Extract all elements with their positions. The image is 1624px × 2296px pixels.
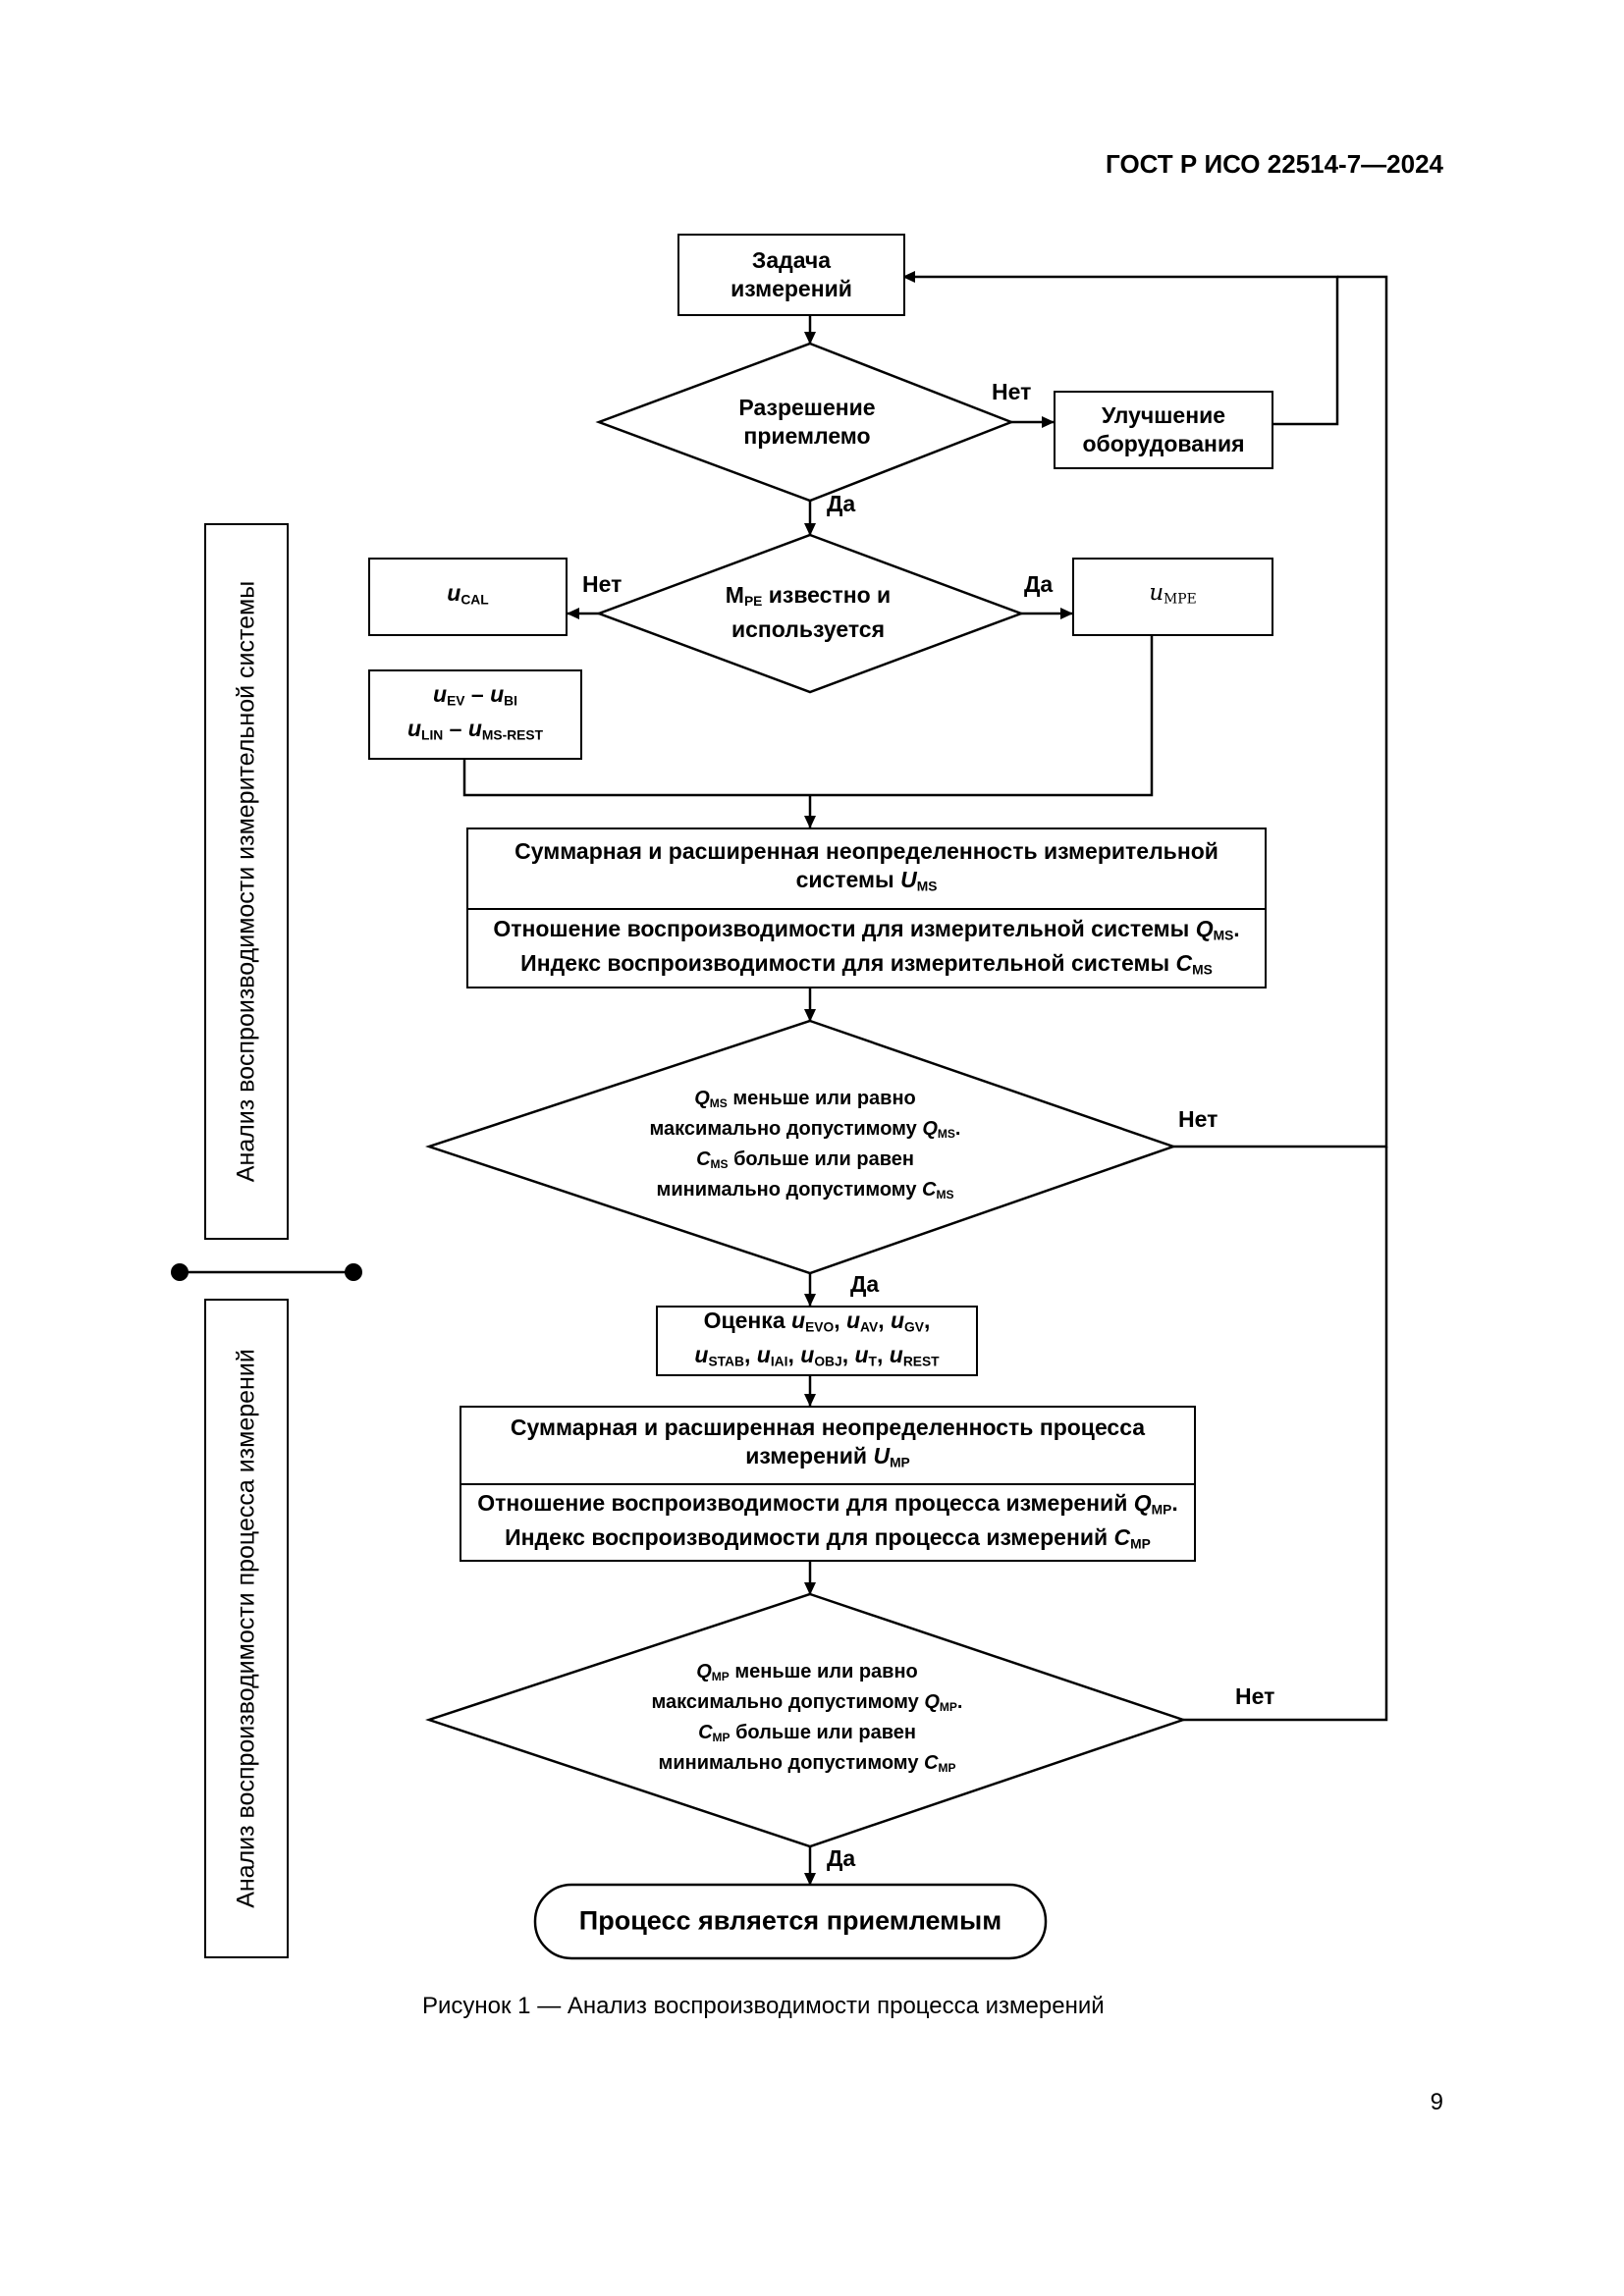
label-no-ms: Нет (1178, 1106, 1218, 1132)
ms-uncertainty-box: Суммарная и расширенная неопределенность… (466, 828, 1267, 988)
uev-ulin-box: uEV – uBI uLIN – uMS-REST (368, 669, 582, 760)
final-terminator-text: Процесс является приемлемым (578, 1905, 1002, 1936)
page-number: 9 (1430, 2089, 1443, 2115)
label-yes-mpe: Да (1024, 571, 1054, 597)
label-yes-ms: Да (850, 1271, 880, 1297)
label-no-mpe: Нет (582, 571, 623, 597)
ucal-box: uCAL (368, 558, 568, 636)
label-yes-mp: Да (827, 1845, 856, 1871)
mp-uncertainty-box: Суммарная и расширенная неопределенность… (460, 1406, 1196, 1562)
section-label-measuring-system: Анализ воспроизводимости измерительной с… (204, 523, 289, 1240)
document-header: ГОСТ Р ИСО 22514-7—2024 (1106, 149, 1443, 179)
label-no-resolution: Нет (992, 379, 1032, 404)
label-yes-resolution: Да (827, 491, 856, 516)
decision-mp-text: QMP меньше или равно максимально допусти… (651, 1661, 963, 1775)
figure-caption: Рисунок 1 — Анализ воспроизводимости про… (422, 1993, 1105, 2019)
umpe-box: uMPE (1072, 558, 1273, 636)
decision-ms-text: QMS меньше или равно максимально допусти… (649, 1088, 961, 1201)
separator-dot-left (171, 1263, 189, 1281)
terminator-shape (533, 1883, 1048, 1960)
section-label-measuring-process: Анализ воспроизводимости процесса измере… (204, 1299, 289, 1958)
decision-mpe-shape (595, 533, 1025, 694)
label-no-mp: Нет (1235, 1683, 1275, 1709)
evaluation-box: Оценка uEVO, uAV, uGV, uSTAB, uIAI, uOBJ… (656, 1306, 978, 1376)
separator-dot-right (345, 1263, 362, 1281)
